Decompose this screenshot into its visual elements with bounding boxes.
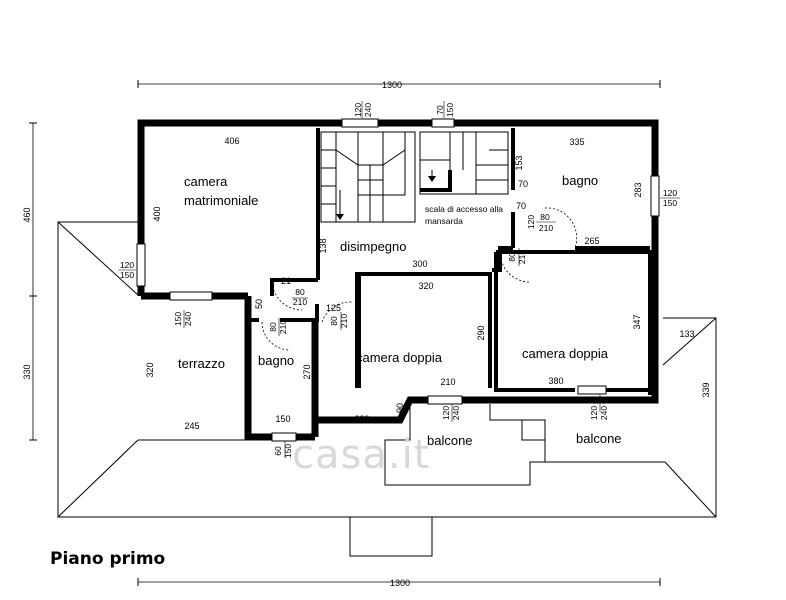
dim-290: 290 [476, 325, 486, 340]
door-bag-b: 210 [278, 320, 288, 334]
win-bagno-a: 60 [273, 446, 283, 456]
room-bagno-s: bagno [258, 353, 294, 368]
overall-bottom-dimension: 1300 [390, 578, 410, 588]
room-camera-doppia-center: camera doppia [356, 350, 443, 365]
win-terr-b: 240 [183, 312, 193, 326]
room-camera-matrimoniale-line2: matrimoniale [184, 193, 258, 208]
room-camera-doppia-east: camera doppia [522, 346, 609, 361]
room-balcone-1: balcone [427, 433, 473, 448]
dim-50: 50 [254, 299, 264, 309]
door-ce-a: 80 [507, 252, 517, 262]
door-cc-a: 80 [329, 316, 339, 326]
door-mat-a: 80 [295, 287, 305, 297]
room-bagno-ne: bagno [562, 173, 598, 188]
dim-138: 138 [318, 238, 328, 253]
win-top1-a: 120 [353, 103, 363, 117]
dim-133: 133 [679, 329, 694, 339]
dim-125: 125 [326, 303, 341, 313]
dimension-ticks [29, 80, 661, 586]
room-disimpegno: disimpegno [340, 239, 407, 254]
win-be-a: 120 [589, 406, 599, 420]
dim-265: 265 [584, 236, 599, 246]
win-left-a: 120 [120, 260, 134, 270]
windows [136, 118, 660, 442]
stair-note-line1: scala di accesso alla [425, 204, 503, 214]
win-left-b: 150 [120, 270, 134, 280]
dim-335: 335 [569, 137, 584, 147]
door-swings [261, 207, 578, 351]
balconies [384, 404, 546, 486]
dim-90: 90 [395, 403, 405, 413]
dim-270: 270 [302, 364, 312, 379]
door-annotations: 80 210 80 210 80 210 120 80 210 80 210 [268, 212, 556, 336]
dim-21: 21 [281, 276, 291, 286]
overall-left-lower-dimension: 330 [22, 364, 32, 379]
dim-406: 406 [224, 136, 239, 146]
stair-arrows [336, 176, 436, 220]
dim-230: 230 [354, 414, 369, 424]
win-top2-b: 150 [445, 103, 455, 117]
dim-347: 347 [632, 314, 642, 329]
dim-400: 400 [152, 206, 162, 221]
staircase-right [419, 131, 509, 195]
dim-245: 245 [184, 421, 199, 431]
dimension-lines [32, 83, 660, 583]
overall-top-dimension: 1300 [382, 80, 402, 90]
win-right-b: 150 [663, 198, 677, 208]
window-annotations: 120 240 70 150 120 150 120 150 150 240 6… [118, 101, 680, 458]
win-bc-b: 240 [451, 406, 461, 420]
plan-title: Piano primo [50, 549, 166, 569]
internal-dimensions: 406 400 335 153 70 70 283 265 138 21 300… [145, 136, 711, 431]
door-ce-b: 210 [517, 250, 527, 264]
door-bne-c: 210 [539, 223, 553, 233]
dim-320a: 320 [418, 281, 433, 291]
room-terrazzo: terrazzo [178, 356, 225, 371]
dim-320b: 320 [145, 362, 155, 377]
win-top2-a: 70 [435, 105, 445, 115]
win-right-a: 120 [663, 188, 677, 198]
room-balcone-2: balcone [576, 431, 622, 446]
overall-left-upper-dimension: 460 [22, 207, 32, 222]
watermark: casa.it [292, 432, 431, 478]
dim-339: 339 [701, 382, 711, 397]
door-mat-b: 210 [293, 297, 307, 307]
stair-note-line2: mansarda [425, 216, 463, 226]
roof-outline [57, 221, 717, 557]
room-camera-matrimoniale-line1: camera [184, 174, 228, 189]
dim-70a: 70 [518, 179, 528, 189]
door-cc-b: 210 [339, 314, 349, 328]
dim-210: 210 [440, 377, 455, 387]
dim-70b: 70 [516, 201, 526, 211]
inner-walls [248, 128, 652, 395]
dim-153: 153 [514, 155, 524, 170]
win-be-b: 240 [599, 406, 609, 420]
dim-380: 380 [548, 376, 563, 386]
win-top1-b: 240 [363, 103, 373, 117]
win-bc-a: 120 [441, 406, 451, 420]
dim-283: 283 [633, 182, 643, 197]
dim-300: 300 [412, 259, 427, 269]
door-bne-a: 120 [526, 215, 536, 229]
win-terr-a: 150 [173, 312, 183, 326]
staircase-left [320, 131, 416, 223]
door-bag-a: 80 [268, 322, 278, 332]
door-bne-b: 80 [540, 212, 550, 222]
win-bagno-b: 150 [283, 444, 293, 458]
dim-150: 150 [275, 414, 290, 424]
